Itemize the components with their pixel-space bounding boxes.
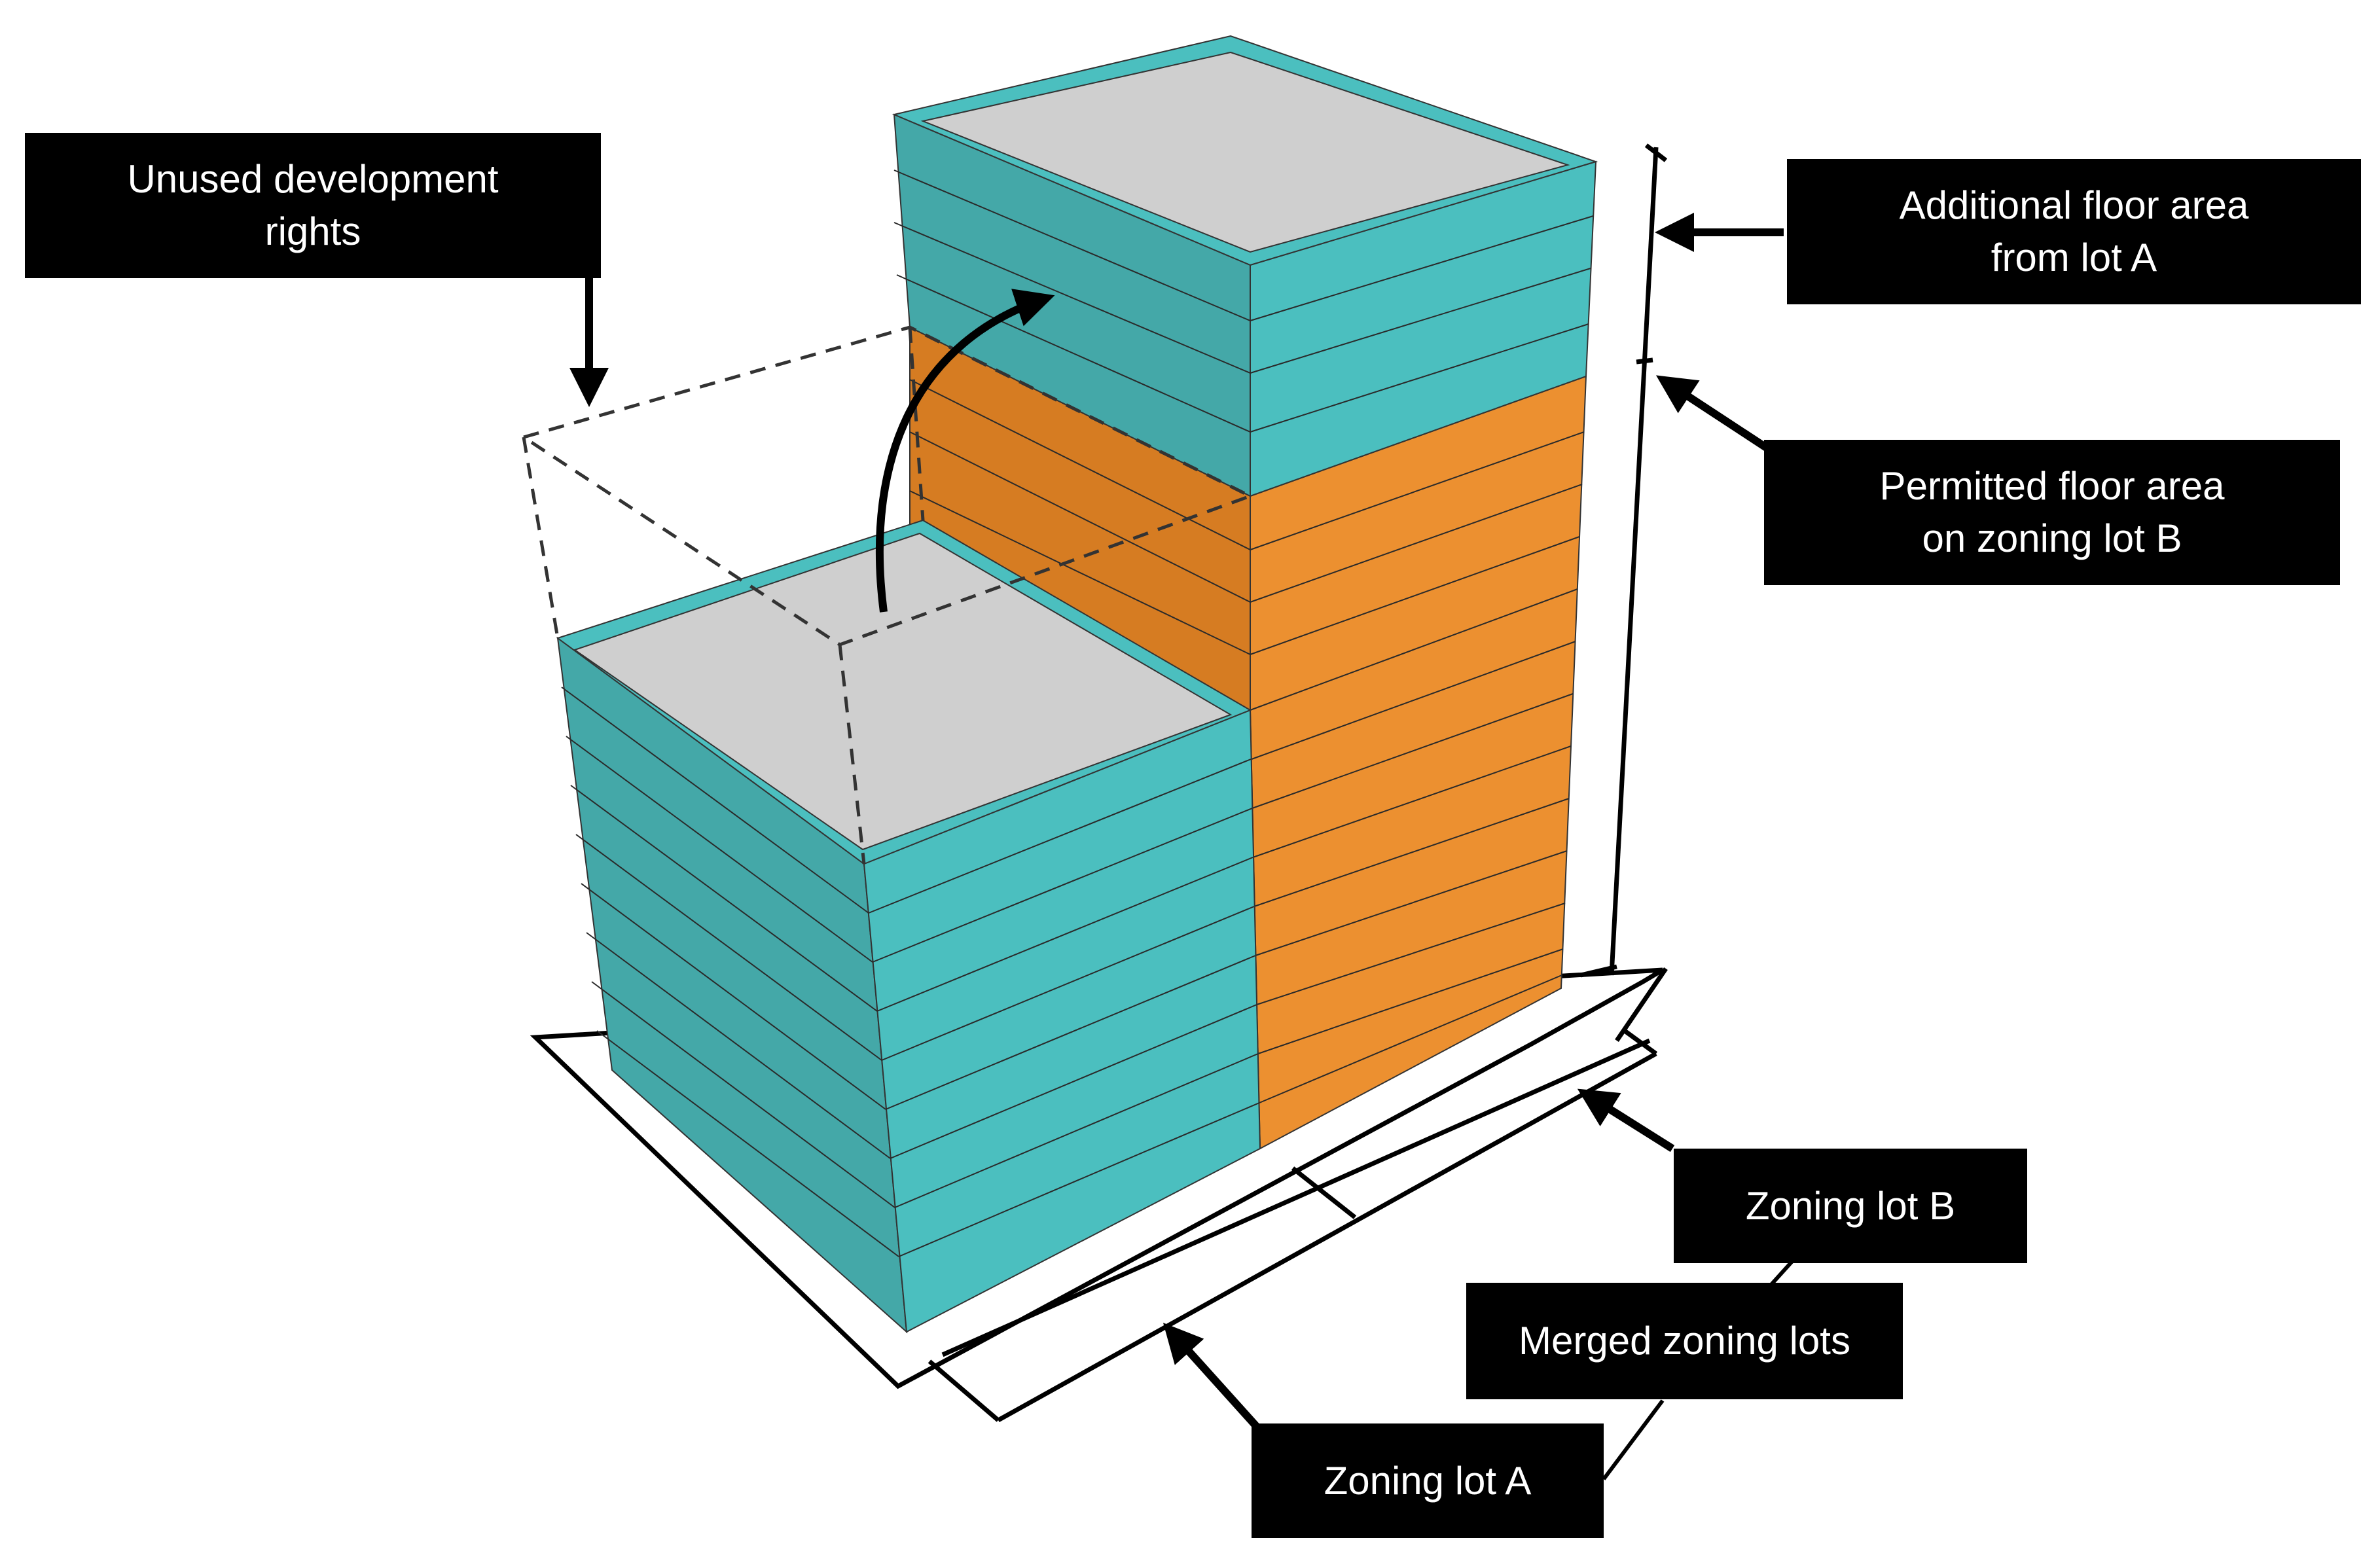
leader-lines — [569, 213, 1784, 1430]
height-bottom-tick — [1580, 964, 1617, 978]
zoning-lot-a-leader — [1163, 1323, 1260, 1430]
lot-a-dimension-start-tick — [928, 1359, 1000, 1422]
building-a-roof — [573, 532, 1233, 851]
building-b-roof — [920, 51, 1570, 253]
permitted-area-leader — [1655, 375, 1770, 452]
lot-b-dimension-end-tick — [1615, 967, 1668, 1042]
building-a — [556, 519, 1261, 1334]
unused-rights-outline — [520, 325, 1255, 865]
building-a-floor-lines — [561, 687, 1260, 1257]
building-b-floor-lines — [893, 170, 1594, 1103]
height-dimension-line — [1609, 147, 1659, 976]
lot-divider — [1291, 1166, 1357, 1219]
merged-lots-label: Merged zoning lots — [1466, 1283, 1903, 1399]
building-b-permitted-front-face — [1250, 375, 1587, 1150]
height-top-tick — [1644, 143, 1668, 162]
lot-b-dimension-line — [997, 1051, 1657, 1423]
lot-a-dimension-line — [941, 1038, 1651, 1357]
zoning-lot-b-label: Zoning lot B — [1674, 1149, 2027, 1263]
permitted-area-label: Permitted floor area on zoning lot B — [1764, 440, 2340, 585]
lot-a-dimension-end-tick — [1623, 1029, 1658, 1056]
zoning-lot-b-leader — [1577, 1088, 1675, 1153]
additional-area-label: Additional floor area from lot A — [1787, 159, 2361, 304]
unused-rights-label: Unused development rights — [25, 133, 601, 278]
zoning-lot-a-label: Zoning lot A — [1252, 1423, 1604, 1538]
height-mid-tick — [1636, 357, 1653, 365]
transfer-arrow — [876, 289, 1055, 613]
